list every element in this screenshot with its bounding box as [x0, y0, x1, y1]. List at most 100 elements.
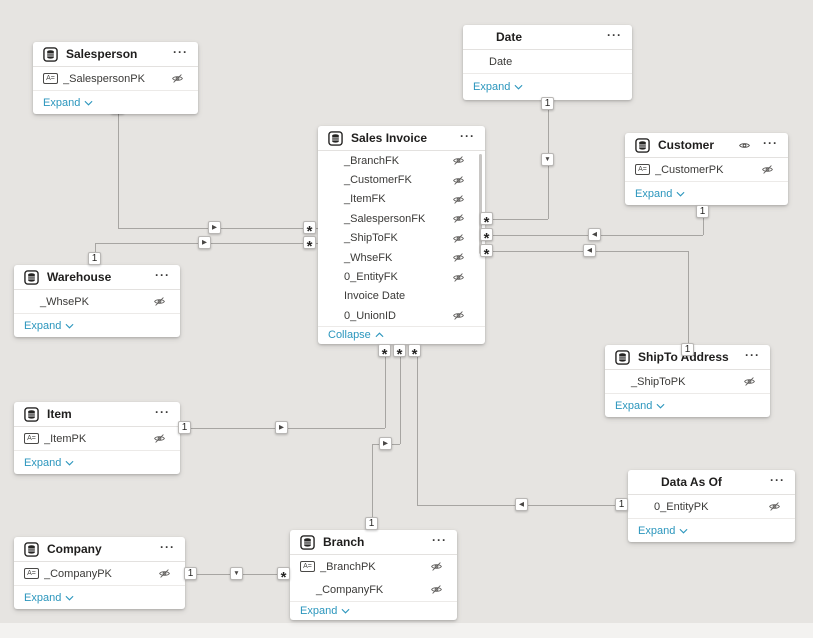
relationship-line-branch-salesinvoice[interactable]: [400, 351, 401, 444]
table-header[interactable]: Item···: [14, 402, 180, 427]
more-options-icon[interactable]: ···: [432, 533, 447, 547]
more-options-icon[interactable]: ···: [770, 473, 785, 487]
field-row[interactable]: A=_CustomerPK: [625, 158, 788, 181]
field-row[interactable]: _ShipToPK: [605, 370, 770, 393]
cardinality-one-marker: 1: [696, 205, 709, 218]
relationship-line-shipto-salesinvoice[interactable]: [688, 251, 689, 345]
field-row[interactable]: _BranchFK: [318, 151, 485, 170]
field-row[interactable]: _ShipToFK: [318, 229, 485, 248]
table-title: Sales Invoice: [351, 131, 428, 145]
field-name: 0_EntityFK: [344, 271, 398, 284]
key-column-icon: A=: [300, 561, 315, 572]
expand-collapse-toggle[interactable]: Expand: [24, 457, 74, 469]
expand-collapse-toggle[interactable]: Expand: [635, 188, 685, 200]
more-options-icon[interactable]: ···: [173, 45, 188, 59]
field-name: _ShipToPK: [631, 375, 686, 388]
relationship-line-item-salesinvoice[interactable]: [385, 351, 386, 428]
field-row[interactable]: A=_ItemPK: [14, 427, 180, 450]
table-title: Salesperson: [66, 47, 138, 61]
relationship-line-customer-salesinvoice[interactable]: [703, 205, 704, 235]
expand-collapse-toggle[interactable]: Expand: [300, 605, 350, 617]
field-row[interactable]: _WhsePK: [14, 290, 180, 313]
field-row[interactable]: A=_SalespersonPK: [33, 67, 198, 90]
field-name: _WhseFK: [344, 251, 393, 264]
expand-collapse-toggle[interactable]: Expand: [473, 81, 523, 93]
table-icon: [300, 534, 315, 550]
field-row[interactable]: Date: [463, 50, 632, 73]
expand-collapse-toggle[interactable]: Expand: [24, 592, 74, 604]
field-row[interactable]: _ItemFK: [318, 190, 485, 209]
relationship-line-branch-salesinvoice[interactable]: [372, 444, 373, 530]
relationship-line-date-salesinvoice[interactable]: [485, 219, 548, 220]
table-card-customer[interactable]: Customer···A=_CustomerPK Expand: [625, 133, 788, 205]
field-list: A=_SalespersonPK: [33, 67, 198, 90]
hidden-field-eye-slash-icon: [761, 163, 774, 176]
field-row[interactable]: 0_UnionID: [318, 306, 485, 325]
expand-collapse-toggle[interactable]: Expand: [615, 400, 665, 412]
more-options-icon[interactable]: ···: [460, 129, 475, 143]
table-header[interactable]: Customer···: [625, 133, 788, 158]
table-card-company[interactable]: Company···A=_CompanyPK Expand: [14, 537, 185, 609]
expand-collapse-toggle[interactable]: Expand: [43, 97, 93, 109]
chevron-up-icon: [375, 329, 384, 341]
field-row[interactable]: A=_CompanyPK: [14, 562, 185, 585]
table-footer: Expand: [290, 601, 457, 620]
more-options-icon[interactable]: ···: [763, 136, 778, 150]
field-row[interactable]: A=_BranchPK: [290, 555, 457, 578]
table-header[interactable]: Data As Of ···: [628, 470, 795, 495]
table-card-item[interactable]: Item···A=_ItemPK Expand: [14, 402, 180, 474]
field-row[interactable]: _WhseFK: [318, 248, 485, 267]
field-row[interactable]: 0_EntityPK: [628, 495, 795, 518]
key-column-icon: A=: [43, 73, 58, 84]
table-card-warehouse[interactable]: Warehouse ··· _WhsePK Expand: [14, 265, 180, 337]
table-icon: [328, 130, 343, 146]
table-icon: [635, 137, 650, 153]
table-footer: Expand: [463, 73, 632, 100]
hidden-field-eye-slash-icon: [452, 212, 465, 225]
table-title: Data As Of: [661, 475, 722, 489]
more-options-icon[interactable]: ···: [155, 268, 170, 282]
more-options-icon[interactable]: ···: [607, 28, 622, 42]
field-list: A=_CompanyPK: [14, 562, 185, 585]
more-options-icon[interactable]: ···: [160, 540, 175, 554]
expand-collapse-toggle[interactable]: Expand: [24, 320, 74, 332]
table-header[interactable]: Date···: [463, 25, 632, 50]
expand-collapse-toggle[interactable]: Expand: [638, 525, 688, 537]
hidden-field-eye-slash-icon: [430, 560, 443, 573]
field-list: A=_ItemPK: [14, 427, 180, 450]
expand-collapse-toggle[interactable]: Collapse: [328, 329, 384, 341]
hide-table-eye-icon[interactable]: [738, 139, 751, 152]
table-card-shipto-address[interactable]: ShipTo Address ··· _ShipToPK Expand: [605, 345, 770, 417]
table-title: ShipTo Address: [638, 350, 729, 364]
toggle-label: Expand: [24, 319, 62, 332]
table-card-branch[interactable]: Branch···A=_BranchPK_CompanyFK Expand: [290, 530, 457, 620]
table-title: Warehouse: [47, 270, 112, 284]
relationship-line-salesperson-salesinvoice[interactable]: [118, 113, 119, 228]
table-header[interactable]: Sales Invoice ···: [318, 126, 485, 151]
hidden-field-eye-slash-icon: [452, 232, 465, 245]
table-header[interactable]: Branch···: [290, 530, 457, 555]
field-row[interactable]: _SalespersonFK: [318, 209, 485, 228]
cardinality-many-marker: *: [480, 212, 493, 231]
field-row[interactable]: _CustomerFK: [318, 170, 485, 189]
table-header[interactable]: ShipTo Address ···: [605, 345, 770, 370]
field-list-scrollbar[interactable]: [479, 154, 482, 254]
table-header[interactable]: Company···: [14, 537, 185, 562]
table-header[interactable]: Salesperson ···: [33, 42, 198, 67]
table-footer: Expand: [628, 518, 795, 542]
more-options-icon[interactable]: ···: [155, 405, 170, 419]
table-card-sales-invoice[interactable]: Sales Invoice ··· _BranchFK_CustomerFK_Ite…: [318, 126, 485, 344]
table-card-salesperson[interactable]: Salesperson ··· A=_SalespersonPK Expand: [33, 42, 198, 114]
chevron-down-icon: [341, 605, 350, 617]
field-row[interactable]: _CompanyFK: [290, 578, 457, 601]
table-header[interactable]: Warehouse ···: [14, 265, 180, 290]
relationship-line-dataasof-salesinvoice[interactable]: [417, 351, 418, 505]
table-card-data-as-of[interactable]: Data As Of ··· 0_EntityPK Expand: [628, 470, 795, 542]
field-row[interactable]: Invoice Date: [318, 287, 485, 306]
more-options-icon[interactable]: ···: [745, 348, 760, 362]
field-row[interactable]: 0_EntityFK: [318, 267, 485, 286]
toggle-label: Expand: [300, 605, 338, 617]
